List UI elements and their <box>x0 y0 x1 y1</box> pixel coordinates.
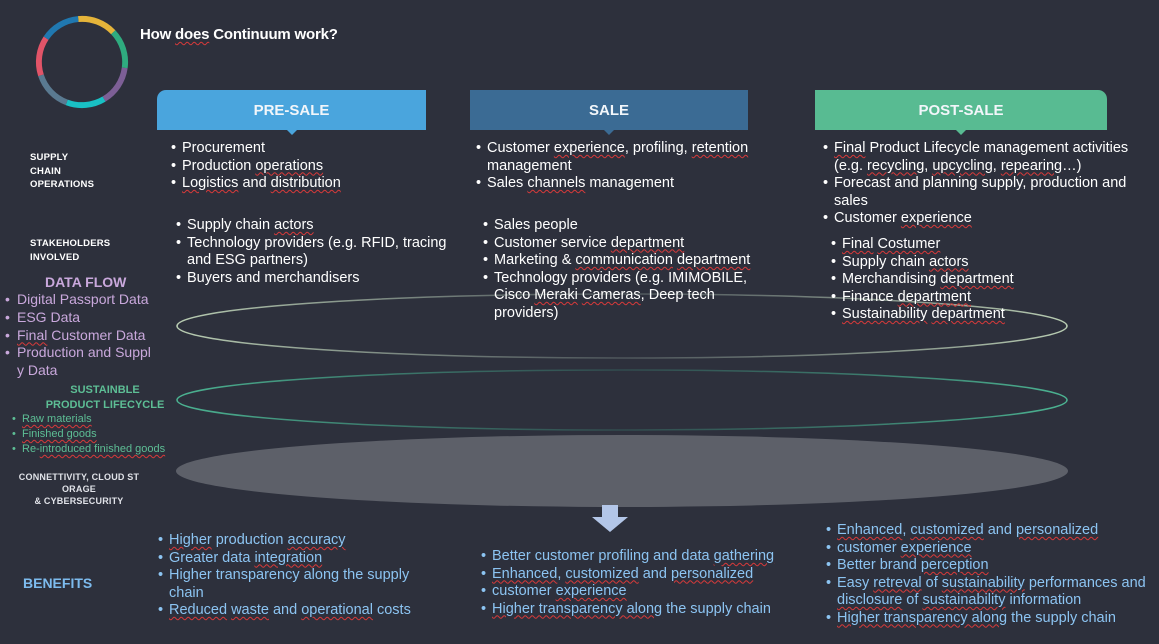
list-item: Technology providers (e.g. IMIMOBILE, Ci… <box>482 270 782 323</box>
logo-ring-segment <box>102 67 128 102</box>
list-item: Production operations <box>170 158 460 176</box>
data-flow-list: Digital Passport Data ESG Data Final Cus… <box>4 291 179 380</box>
list-item: Procurement <box>170 140 460 158</box>
logo-ring-segment <box>38 74 68 106</box>
benefits-label: BENEFITS <box>23 575 93 591</box>
list-item: ESG Data <box>4 309 179 327</box>
data-flow-title: DATA FLOW <box>45 274 127 290</box>
benefits-list-presale: Higher production accuracy Greater data … <box>157 532 447 620</box>
logo-ring-segment <box>35 36 49 77</box>
list-item: Final Customer Data <box>4 327 179 345</box>
logo-ring-segment <box>77 15 116 35</box>
connectivity-label: CONNETTIVITY, CLOUD ST ORAGE & CYBERSECU… <box>14 471 144 507</box>
list-item: Digital Passport Data <box>4 291 179 309</box>
list-item: Higher transparency along the supply cha… <box>825 610 1155 628</box>
stakeholders-list-presale: Supply chain actors Technology providers… <box>175 217 465 287</box>
list-item: Technology providers (e.g. RFID, tracing… <box>175 235 465 270</box>
list-item: Reduced waste and operational costs <box>157 602 447 620</box>
logo-ring-segment <box>65 96 106 109</box>
list-item: Sales channels management <box>475 175 765 193</box>
phase-header-presale: PRE-SALE <box>157 90 426 135</box>
list-item: Final Product Lifecycle management activ… <box>822 140 1152 175</box>
list-item: Better customer profiling and data gathe… <box>480 548 810 566</box>
row-label-line: OPERATIONS <box>30 179 95 190</box>
sustainable-lifecycle-title: SUSTAINBLE PRODUCT LIFECYCLE <box>20 383 190 412</box>
list-item: Buyers and merchandisers <box>175 270 465 288</box>
list-item: Customer experience, profiling, retentio… <box>475 140 765 175</box>
list-item: Finished goods <box>11 427 211 442</box>
row-label-line: SUPPLY <box>30 152 69 163</box>
benefits-list-postsale: Enhanced, customized and personalized cu… <box>825 522 1155 627</box>
supply-chain-list-postsale: Final Product Lifecycle management activ… <box>822 140 1152 228</box>
continuum-ring-logo <box>35 15 129 109</box>
list-item: Higher production accuracy <box>157 532 447 550</box>
list-item: Marketing & communication department <box>482 252 782 270</box>
list-item: Logistics and distribution <box>170 175 460 193</box>
list-item: Raw materials <box>11 412 211 427</box>
title-rest: Continuum work? <box>209 26 338 43</box>
list-item: Supply chain actors <box>175 217 465 235</box>
list-item: Sustainability department <box>830 306 1130 324</box>
phase-header-postsale: POST-SALE <box>815 90 1107 135</box>
phase-label-sale: SALE <box>588 101 629 119</box>
arrow-down-icon <box>592 505 628 532</box>
list-item: Easy retreval of sustainability performa… <box>825 575 1155 610</box>
list-item: Final Costumer <box>830 236 1130 254</box>
label-line: CONNETTIVITY, CLOUD ST <box>18 472 140 482</box>
row-label-line: STAKEHOLDERS <box>30 238 111 249</box>
supply-chain-list-sale: Customer experience, profiling, retentio… <box>475 140 765 193</box>
logo-ring-segment <box>43 16 79 40</box>
list-item: Better brand perception <box>825 557 1155 575</box>
list-item: Enhanced, customized and personalized <box>825 522 1155 540</box>
list-item: Higher transparency along the supply cha… <box>480 601 810 619</box>
connectivity-platform <box>176 435 1068 507</box>
lifecycle-ring <box>176 369 1068 431</box>
list-item: Forecast and planning supply, production… <box>822 175 1152 210</box>
page-title: How does Continuum work? <box>140 26 338 43</box>
list-item: customer experience <box>480 583 810 601</box>
list-item: Greater data integration <box>157 550 447 568</box>
list-item: Production and Supply Data <box>4 344 179 380</box>
list-item: Customer experience <box>822 210 1152 228</box>
list-item: Re-introduced finished goods <box>11 442 211 457</box>
phase-header-sale: SALE <box>470 90 748 135</box>
phase-label-presale: PRE-SALE <box>253 101 330 119</box>
stakeholders-list-sale: Sales people Customer service department… <box>482 217 782 322</box>
list-item: Sales people <box>482 217 782 235</box>
stakeholders-list-postsale: Final Costumer Supply chain actors Merch… <box>830 236 1130 324</box>
title-line: PRODUCT LIFECYCLE <box>45 398 165 411</box>
row-label-stakeholders: STAKEHOLDERS INVOLVED <box>30 237 110 264</box>
list-item: Finance department <box>830 289 1130 307</box>
title-line: SUSTAINBLE <box>70 384 140 396</box>
label-line: ORAGE <box>61 484 96 494</box>
list-item: Customer service department <box>482 235 782 253</box>
list-item: Enhanced, customized and personalized <box>480 566 810 584</box>
list-item: Merchandising department <box>830 271 1130 289</box>
phase-label-postsale: POST-SALE <box>918 101 1004 119</box>
list-item: Higher transparency along the supply cha… <box>157 567 447 602</box>
supply-chain-list-presale: Procurement Production operations Logist… <box>170 140 460 193</box>
benefits-list-sale: Better customer profiling and data gathe… <box>480 548 810 618</box>
row-label-supply-chain: SUPPLY CHAIN OPERATIONS <box>30 151 94 192</box>
logo-ring-segment <box>111 30 129 69</box>
row-label-line: INVOLVED <box>30 251 80 263</box>
sustainable-lifecycle-list: Raw materials Finished goods Re-introduc… <box>11 412 211 457</box>
list-item: Supply chain actors <box>830 254 1130 272</box>
list-item: customer experience <box>825 540 1155 558</box>
row-label-line: CHAIN <box>30 165 62 177</box>
label-line: & CYBERSECURITY <box>34 496 124 506</box>
title-word-2: does <box>175 26 210 43</box>
title-word-1: How <box>140 26 176 43</box>
